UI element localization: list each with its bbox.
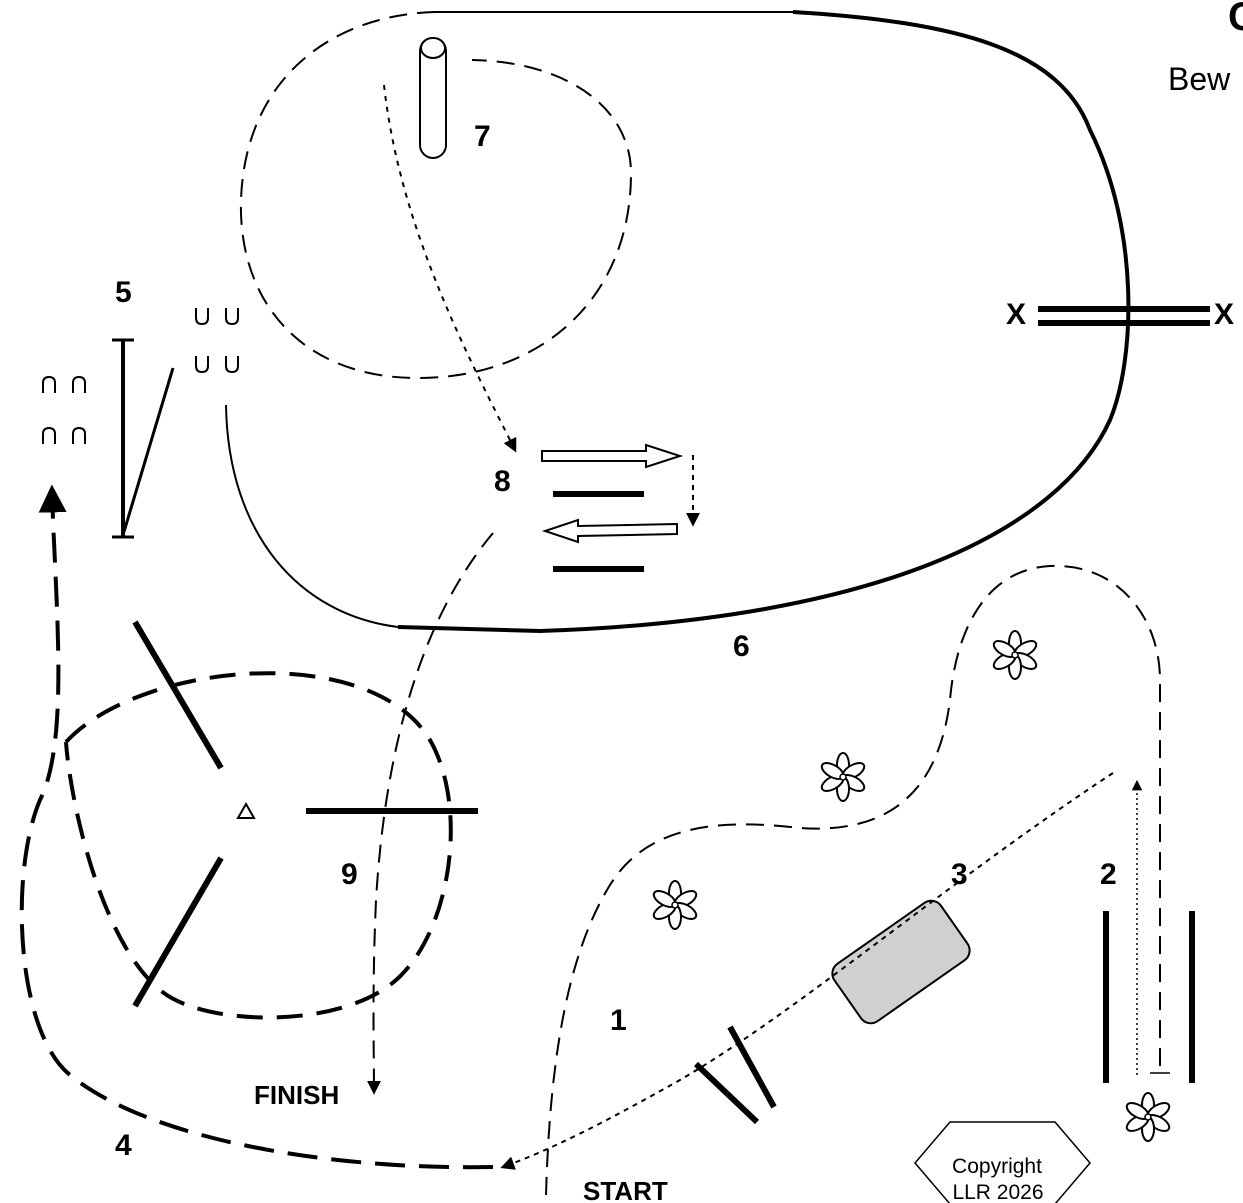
x-marker-left: X [1006, 298, 1026, 331]
copyright-badge: Copyright LLR 2026 [914, 1121, 1091, 1203]
barrel-icon [419, 37, 447, 159]
obstacle-number-2: 2 [1100, 858, 1117, 891]
obstacle-5-gate [112, 338, 175, 539]
flower-icon [818, 752, 868, 802]
obstacle-8-sidepass [541, 443, 700, 572]
x-marker-right: X [1214, 298, 1234, 331]
obstacle-number-4: 4 [115, 1129, 132, 1162]
obstacle-1-flower-slalom [545, 564, 1173, 1196]
obstacle-9-figure-eight [64, 532, 494, 1095]
copyright-line-1: Copyright [952, 1155, 1042, 1178]
flower-icon [1123, 1092, 1173, 1142]
obstacle-number-7: 7 [474, 120, 491, 153]
arrow-icon [541, 518, 678, 544]
horseshoe-icon [42, 308, 239, 444]
x-crossing-poles [1038, 306, 1210, 326]
obstacle-3-bridge [500, 772, 1114, 1170]
bridge-icon [831, 899, 971, 1025]
arrow-icon [541, 443, 684, 469]
obstacle-6-trail-loop [225, 10, 1131, 634]
copyright-line-2: LLR 2026 [952, 1181, 1043, 1203]
flower-icon [990, 630, 1040, 680]
obstacle-number-6: 6 [733, 630, 750, 663]
obstacle-number-9: 9 [341, 858, 358, 891]
obstacle-2-back-through [1103, 779, 1195, 1083]
start-label: START [583, 1176, 668, 1203]
finish-label: FINISH [254, 1080, 339, 1110]
obstacle-4-lead-line [19, 484, 494, 1170]
obstacle-number-3: 3 [951, 858, 968, 891]
obstacle-7-barrel-circle [239, 11, 633, 453]
obstacle-number-8: 8 [494, 465, 511, 498]
course-subtitle: Bew [1168, 61, 1231, 97]
cone-icon [236, 801, 256, 819]
course-title: C [1228, 0, 1243, 39]
flower-icon [650, 880, 700, 930]
obstacle-number-5: 5 [115, 276, 132, 309]
obstacle-number-1: 1 [610, 1004, 627, 1037]
